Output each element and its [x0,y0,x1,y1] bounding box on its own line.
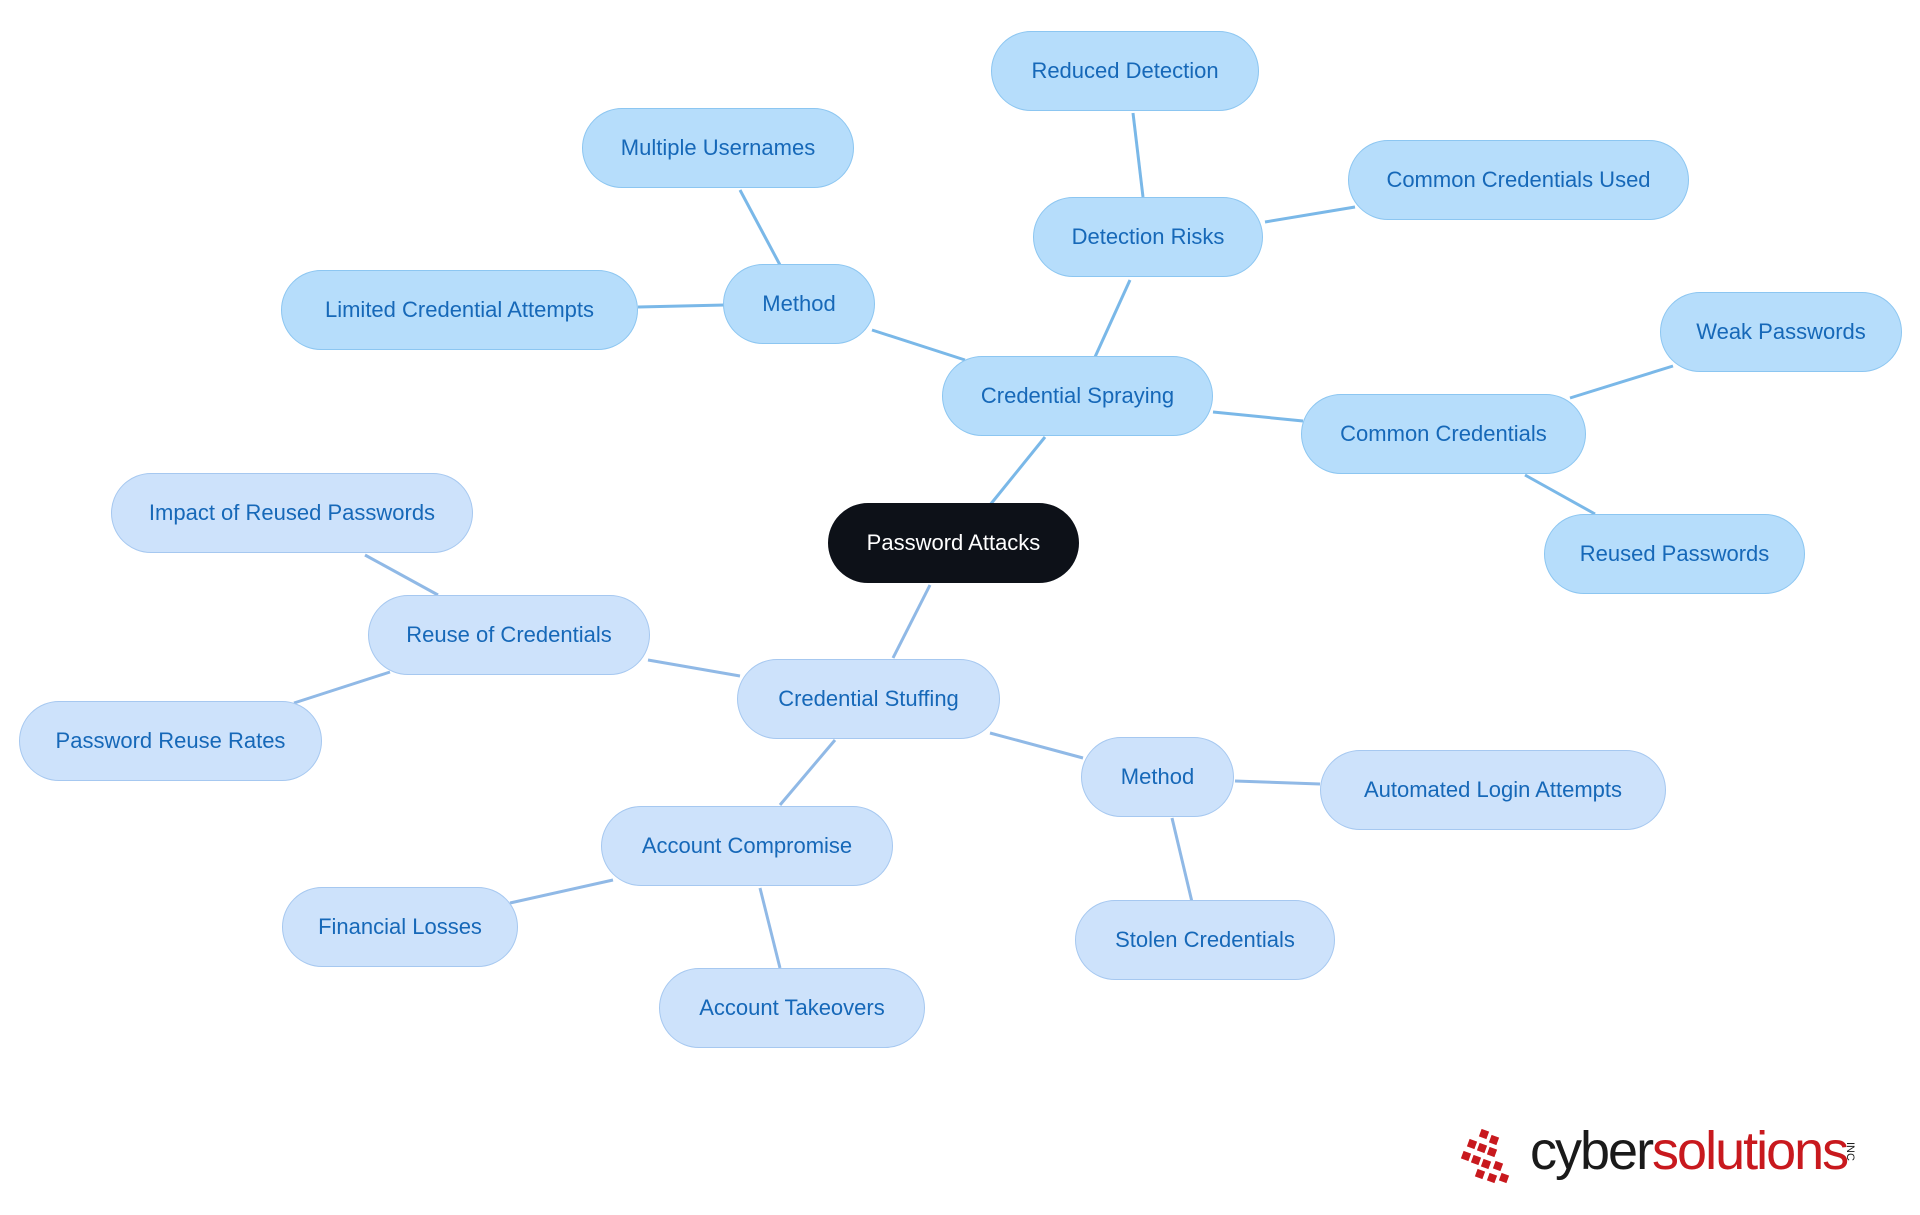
node-label: Method [762,291,836,316]
link-root-stuffing [891,584,932,659]
link-detection-commonused [1264,205,1356,224]
node-stuffing-method[interactable]: Method [1081,737,1234,817]
node-label: Automated Login Attempts [1363,777,1623,802]
link-method-usernames [738,189,782,266]
node-label: Credential Spraying [980,383,1175,408]
node-impact-of-reused-passwords[interactable]: Impact of Reused Passwords [111,473,473,553]
node-label: Account Compromise [641,833,853,858]
node-limited-credential-attempts[interactable]: Limited Credential Attempts [281,270,638,350]
node-label: Impact of Reused Passwords [148,500,436,525]
node-label: Common Credentials Used [1386,167,1651,192]
logo-word-cyber: cyber [1530,1121,1654,1181]
link-stuffing-method [989,731,1084,760]
node-reused-passwords[interactable]: Reused Passwords [1544,514,1805,594]
node-detection-risks[interactable]: Detection Risks [1033,197,1263,277]
node-label: Reused Passwords [1579,541,1770,566]
node-label: Account Takeovers [699,995,885,1020]
node-label: Method [1120,764,1195,789]
node-password-reuse-rates[interactable]: Password Reuse Rates [19,701,322,781]
node-label: Password Reuse Rates [55,728,286,753]
node-account-takeovers[interactable]: Account Takeovers [659,968,925,1048]
node-label: Weak Passwords [1696,319,1866,344]
node-label: Reuse of Credentials [406,622,612,647]
node-spraying-method[interactable]: Method [723,264,875,344]
node-credential-spraying[interactable]: Credential Spraying [942,356,1213,436]
link-spraying-detection [1093,279,1132,358]
node-credential-stuffing[interactable]: Credential Stuffing [737,659,1000,739]
node-weak-passwords[interactable]: Weak Passwords [1660,292,1902,372]
node-label: Detection Risks [1071,224,1225,249]
link-compromise-takeovers [758,887,782,969]
node-multiple-usernames[interactable]: Multiple Usernames [582,108,854,188]
link-stuffing-compromise [778,739,837,806]
node-common-credentials[interactable]: Common Credentials [1301,394,1586,474]
link-reuse-impact [364,553,439,597]
node-label: Credential Stuffing [778,686,959,711]
logo-mark-icon [1460,1128,1510,1184]
node-financial-losses[interactable]: Financial Losses [282,887,518,967]
node-stolen-credentials[interactable]: Stolen Credentials [1075,900,1335,980]
link-spraying-method [871,328,966,362]
link-stuffing-reuse [647,658,741,678]
node-label: Reduced Detection [1031,58,1219,83]
node-label: Stolen Credentials [1115,927,1295,952]
node-label: Multiple Usernames [620,135,816,160]
node-common-credentials-used[interactable]: Common Credentials Used [1348,140,1689,220]
node-reduced-detection[interactable]: Reduced Detection [991,31,1259,111]
link-method-stolen [1170,817,1194,903]
node-account-compromise[interactable]: Account Compromise [601,806,893,886]
logo-wordmark: cybersolutions [1530,1120,1849,1182]
link-detection-reduced [1131,112,1145,198]
node-label: Common Credentials [1340,421,1547,446]
link-reuse-rates [293,670,391,705]
link-root-spraying [988,436,1047,506]
link-method-automated [1234,779,1321,786]
node-label: Financial Losses [318,914,482,939]
link-compromise-financial [509,878,614,905]
link-method-limited [637,303,726,309]
node-label: Limited Credential Attempts [324,297,595,322]
node-label: Password Attacks [866,530,1041,555]
root-node-password-attacks[interactable]: Password Attacks [828,503,1079,583]
node-automated-login-attempts[interactable]: Automated Login Attempts [1320,750,1666,830]
link-spraying-common [1212,410,1304,423]
cybersolutions-logo: cybersolutions INC [1460,1120,1880,1190]
link-common-weak [1569,364,1674,400]
logo-suffix: INC [1844,1142,1856,1161]
link-common-reused [1524,473,1596,516]
logo-word-solutions: solutions [1652,1121,1849,1181]
node-reuse-of-credentials[interactable]: Reuse of Credentials [368,595,650,675]
